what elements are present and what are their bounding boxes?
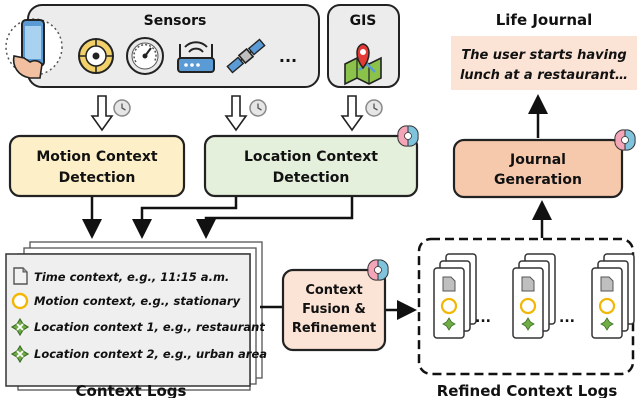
gis-title: GIS (350, 13, 377, 29)
log-entry-location-2: Location context 2, e.g., urban area (34, 347, 267, 361)
brain-icon (614, 129, 636, 151)
map-pin-icon (344, 43, 382, 86)
refined-logs-box (417, 237, 635, 376)
motion-line1: Motion Context (36, 149, 158, 165)
accelerometer-icon (78, 38, 114, 74)
sensors-ellipsis: ... (279, 47, 297, 66)
gauge-icon (126, 37, 164, 75)
gis-to-location-arrow (340, 95, 383, 132)
refined-log-stack (511, 252, 557, 340)
satellite-icon (226, 38, 266, 74)
refined-log-card (432, 266, 466, 340)
location-detection-box (203, 134, 419, 198)
refined-log-stack (590, 252, 636, 340)
brain-icon (367, 259, 389, 281)
refined-log-card (511, 266, 545, 340)
motion-line2: Detection (59, 170, 136, 186)
context-logs-stack: Time context, e.g., 11:15 a.m. Motion co… (5, 241, 267, 391)
location-to-logs-arrow-2 (196, 197, 354, 239)
location-line2: Detection (273, 170, 350, 186)
fusion-box (281, 268, 387, 352)
smartphone-icon (5, 18, 63, 79)
log-entry-time: Time context, e.g., 11:15 a.m. (34, 270, 229, 284)
fusion-line3: Refinement (292, 321, 376, 336)
sensors-title: Sensors (144, 13, 207, 29)
clock-icon (365, 99, 383, 117)
life-journal-box (451, 36, 637, 90)
location-to-logs-arrow-1 (132, 197, 238, 239)
log-entry-location-1: Location context 1, e.g., restaurant (34, 320, 265, 334)
refined-logs-caption: Refined Context Logs (437, 382, 618, 398)
refined-log-card (590, 266, 624, 340)
log-entry-motion: Motion context, e.g., stationary (34, 294, 241, 308)
wifi-router-icon (177, 41, 215, 73)
clock-icon (249, 99, 267, 117)
life-journal-title: Life Journal (496, 11, 593, 29)
journal-line1: Journal (509, 152, 566, 168)
context-log-card (5, 253, 251, 387)
sensor-to-motion-arrow (90, 95, 131, 132)
journal-generation-box (452, 138, 624, 199)
location-line1: Location Context (244, 149, 378, 165)
fusion-line1: Context (305, 283, 362, 298)
brain-icon (397, 125, 419, 147)
journal-line2: Generation (494, 172, 582, 188)
life-journal-line1: The user starts having (461, 48, 626, 63)
life-journal-line2: lunch at a restaurant… (460, 68, 628, 83)
document-icon (13, 267, 28, 285)
refined-ellipsis-2: ... (559, 310, 575, 326)
sensor-to-location-arrow (224, 95, 267, 132)
context-logs-caption: Context Logs (76, 382, 187, 398)
refined-ellipsis-1: ... (475, 310, 491, 326)
motion-detection-box (8, 134, 186, 198)
circle-icon (11, 292, 29, 310)
clock-icon (113, 99, 131, 117)
fusion-line2: Fusion & (302, 302, 366, 317)
refined-log-stack (432, 252, 478, 340)
